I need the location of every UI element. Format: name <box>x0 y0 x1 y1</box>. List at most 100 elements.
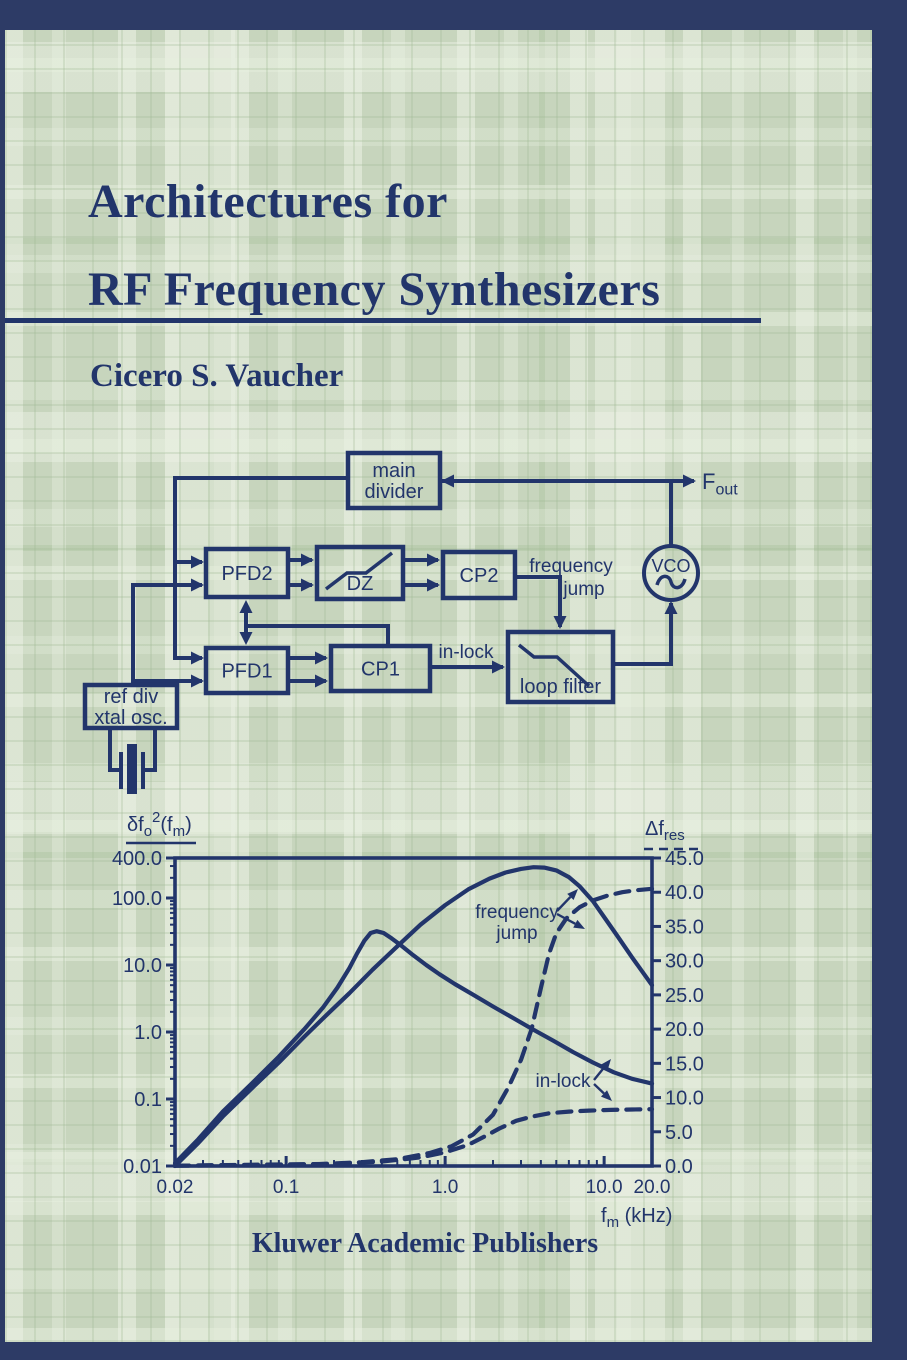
arrowhead-icon <box>315 674 328 688</box>
annotation-arrow <box>593 1066 606 1081</box>
title-rule <box>5 318 761 323</box>
arrowhead-icon <box>191 555 204 569</box>
arrowhead-icon <box>427 578 440 592</box>
title-line-1: Architectures for <box>88 175 448 228</box>
book-title: Architectures for RF Frequency Synthesiz… <box>88 158 660 334</box>
series-dashed-in-lock <box>172 1107 655 1168</box>
annotation-arrow <box>556 912 576 925</box>
arrowhead-icon <box>600 1090 612 1101</box>
main-divider-box <box>345 450 443 511</box>
in-lock-wire-label: in-lock <box>439 642 494 663</box>
series-solid-frequency-jump <box>172 865 655 1169</box>
pfd1-box-label: PFD1 <box>221 661 272 683</box>
arrowhead-icon <box>664 601 678 614</box>
right-tick-label: 20.0 <box>665 1019 704 1041</box>
arrowhead-icon <box>239 632 253 645</box>
arrowhead-icon <box>191 674 204 688</box>
arrowhead-icon <box>683 474 696 488</box>
ref-div-xtal-osc-box-label: ref div <box>104 686 158 708</box>
left-tick-label: 400.0 <box>112 848 162 870</box>
cp2-box-label: CP2 <box>460 565 499 587</box>
loop-filter-box <box>505 629 616 705</box>
series-solid-in-lock <box>172 929 655 1166</box>
right-tick-label: 30.0 <box>665 951 704 973</box>
pfd1-box <box>203 645 291 696</box>
annotation-arrow <box>593 1083 605 1095</box>
left-tick-label: 100.0 <box>112 888 162 910</box>
x-tick-label: 0.02 <box>157 1177 194 1198</box>
right-tick-label: 45.0 <box>665 848 704 870</box>
left-axis-title: δfo2(fm) <box>127 809 192 840</box>
arrowhead-icon <box>191 578 204 592</box>
cp2-box <box>440 549 518 601</box>
arrowhead-icon <box>239 600 253 613</box>
pfd2-box-label: PFD2 <box>221 563 272 585</box>
dz-box-glyph-icon <box>324 551 394 591</box>
x-tick-label: 20.0 <box>634 1177 671 1198</box>
loop-filter-box-glyph-icon <box>517 643 591 688</box>
arrowhead-icon <box>301 553 314 567</box>
publisher-name: Kluwer Academic Publishers <box>251 1228 599 1259</box>
main-divider-box-label: main <box>372 460 415 482</box>
wire <box>515 575 562 627</box>
left-tick-label: 1.0 <box>134 1022 162 1044</box>
author-name: Cicero S. Vaucher <box>90 358 344 394</box>
plot-frame <box>173 856 654 1168</box>
circuit-texture-background <box>5 30 872 1342</box>
title-line-2: RF Frequency Synthesizers <box>88 263 661 316</box>
frequency-jump-wire-label-line1: frequency <box>529 556 613 577</box>
wire <box>613 603 673 666</box>
wire <box>246 624 390 645</box>
frequency-jump-annotation-label: frequency <box>475 902 559 923</box>
frequency-jump-wire-label-line2: jump <box>562 579 604 600</box>
ref-div-xtal-osc-box <box>82 682 180 731</box>
vco-symbol <box>642 544 700 602</box>
wire <box>131 583 202 685</box>
cp1-box-label: CP1 <box>361 659 400 681</box>
crystal-icon <box>127 744 137 794</box>
wire <box>144 728 157 772</box>
x-axis-title: fm (kHz) <box>601 1205 672 1231</box>
vco-label: VCO <box>651 556 690 576</box>
wire <box>108 728 120 772</box>
arrowhead-icon <box>492 660 505 674</box>
ref-div-xtal-osc-box-label: xtal osc. <box>94 707 167 729</box>
left-tick-label: 0.1 <box>134 1089 162 1111</box>
sine-wave-icon <box>655 574 687 590</box>
frequency-jump-annotation-label: jump <box>495 923 537 944</box>
x-tick-label: 1.0 <box>432 1177 458 1198</box>
arrowhead-icon <box>441 474 454 488</box>
right-tick-label: 25.0 <box>665 985 704 1007</box>
dz-box-label: DZ <box>347 573 374 595</box>
x-tick-label: 0.1 <box>273 1177 299 1198</box>
right-tick-label: 5.0 <box>665 1122 693 1144</box>
arrowhead-icon <box>191 651 204 665</box>
right-axis-title: Δfres <box>645 818 685 844</box>
arrowhead-icon <box>600 1059 611 1071</box>
fout-label: Fout <box>702 469 738 499</box>
arrowhead-icon <box>427 553 440 567</box>
annotation-arrow <box>556 896 572 912</box>
wire <box>173 476 348 660</box>
arrowhead-icon <box>567 889 578 900</box>
right-tick-label: 40.0 <box>665 882 704 904</box>
left-tick-label: 0.01 <box>123 1156 162 1178</box>
cp1-box <box>328 643 433 694</box>
right-tick-label: 10.0 <box>665 1088 704 1110</box>
dz-box <box>314 544 406 602</box>
arrowhead-icon <box>573 919 585 929</box>
right-tick-label: 15.0 <box>665 1053 704 1075</box>
left-tick-label: 10.0 <box>123 955 162 977</box>
loop-filter-box-label: loop filter <box>520 676 601 698</box>
arrowhead-icon <box>553 616 567 629</box>
pfd2-box <box>203 546 291 600</box>
main-divider-box-label: divider <box>365 481 424 503</box>
x-tick-label: 10.0 <box>586 1177 623 1198</box>
right-tick-label: 35.0 <box>665 916 704 938</box>
arrowhead-icon <box>301 578 314 592</box>
arrowhead-icon <box>315 651 328 665</box>
